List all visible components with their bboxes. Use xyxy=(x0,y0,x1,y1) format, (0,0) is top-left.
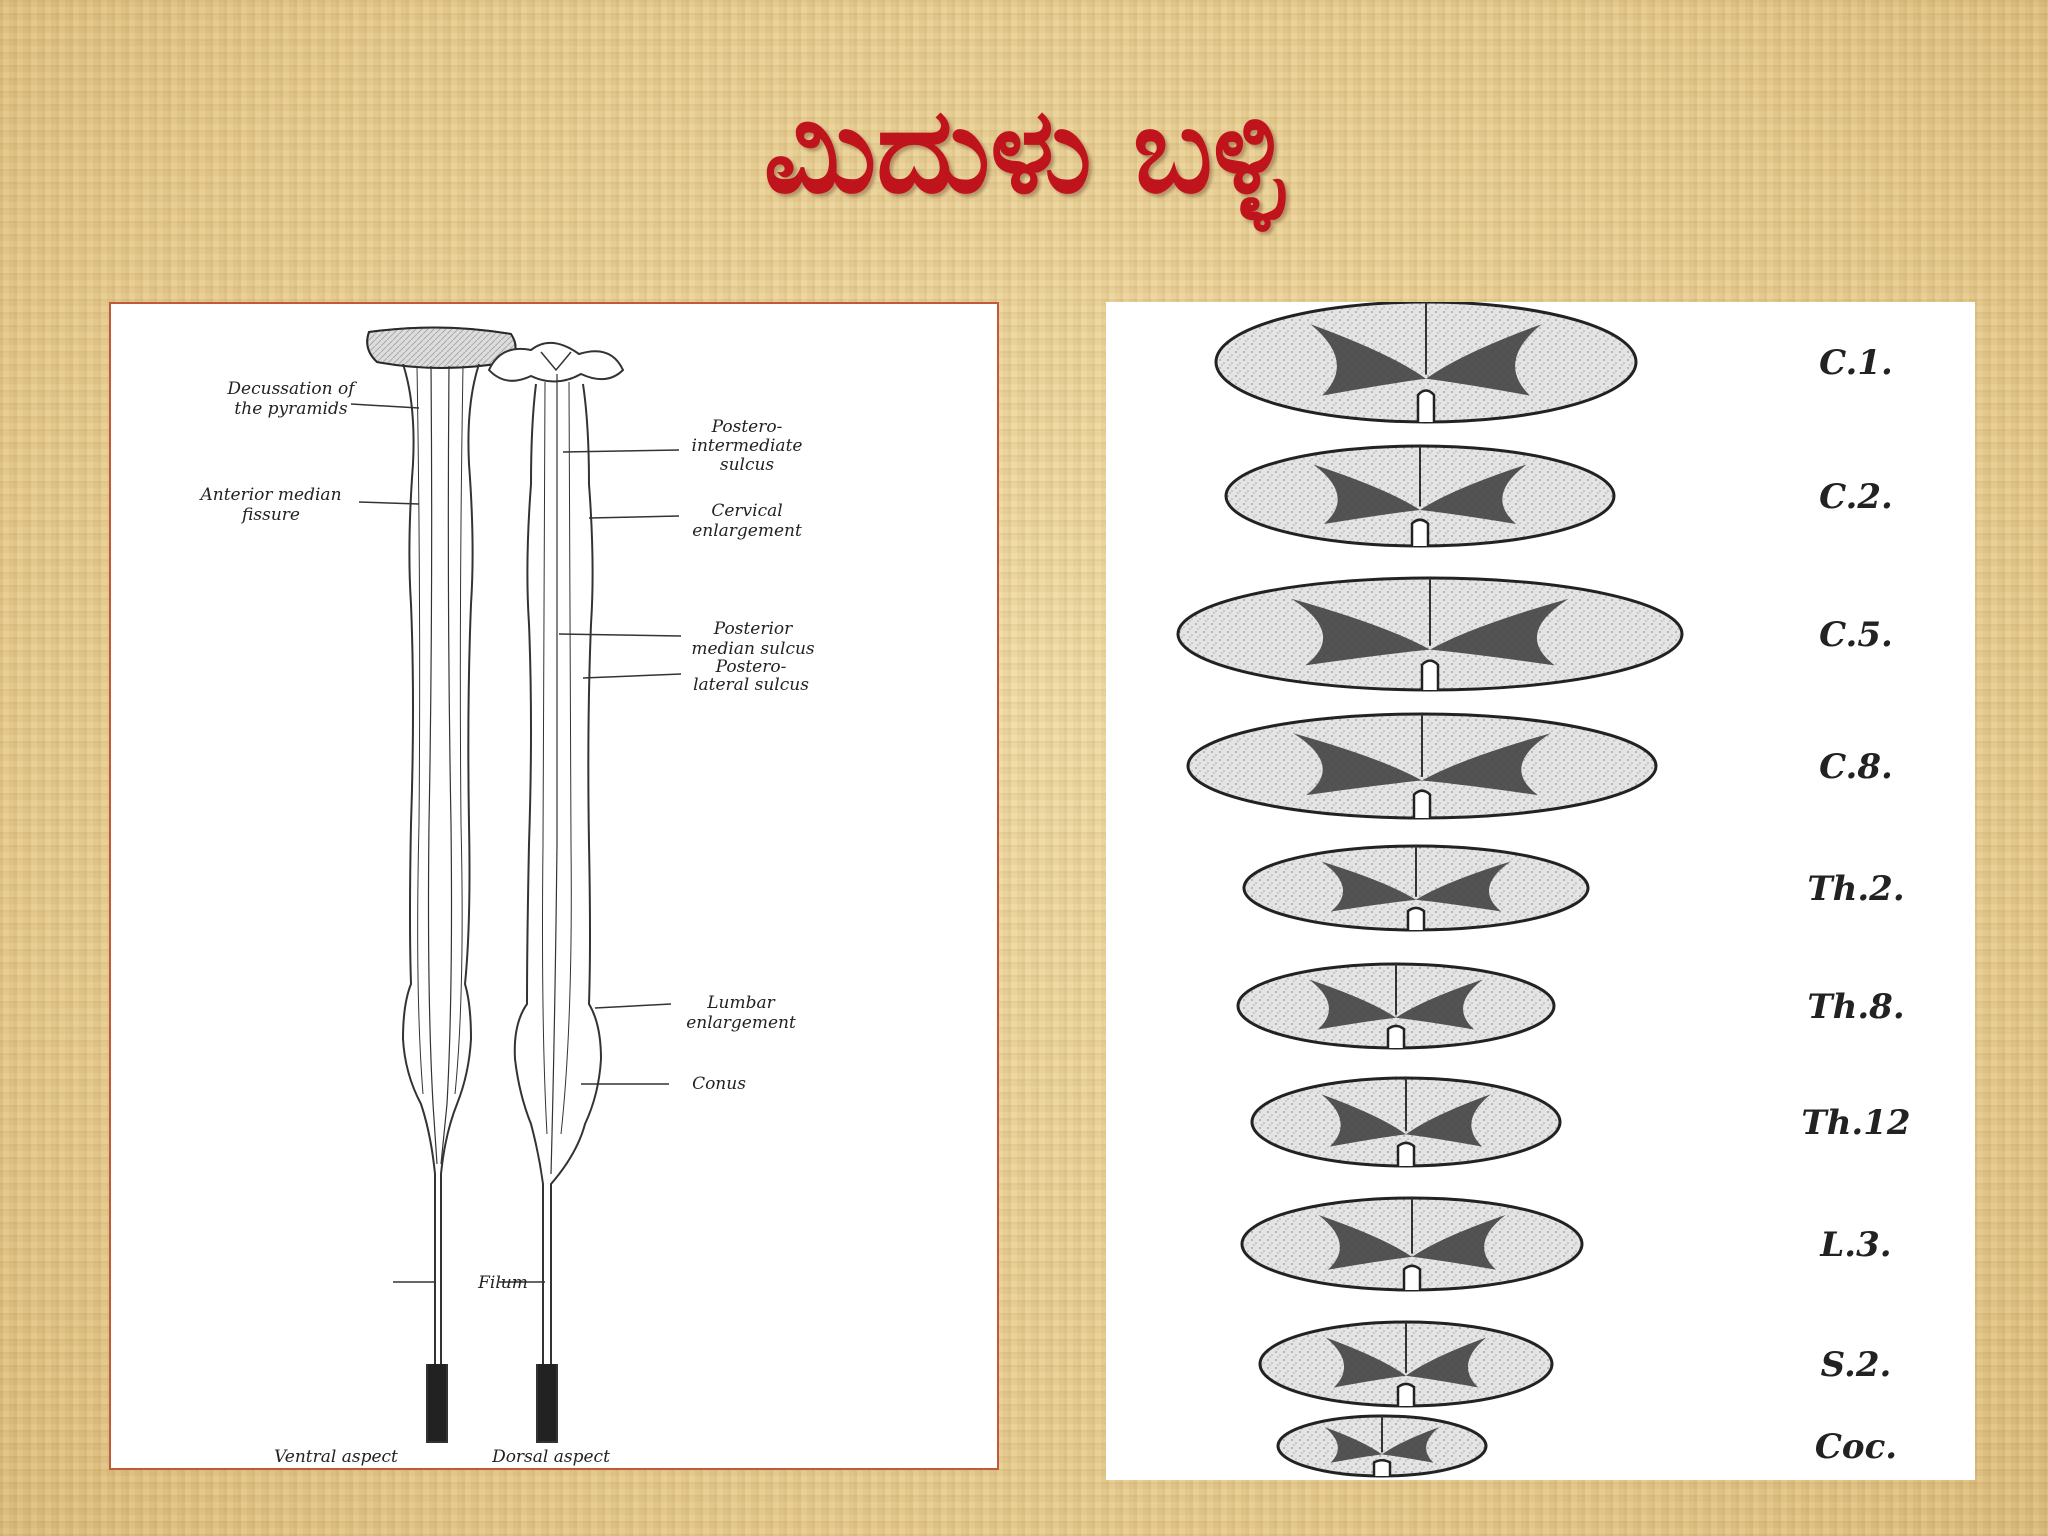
cross-section: Coc. xyxy=(1276,1414,1897,1478)
section-label: C.8. xyxy=(1819,747,1893,787)
label-posterior-median-line2: median sulcus xyxy=(691,639,815,659)
cross-section: C.8. xyxy=(1186,712,1893,820)
cross-section: Th.8. xyxy=(1236,962,1905,1050)
cross-section: C.1. xyxy=(1214,300,1893,424)
median-fissure xyxy=(1410,518,1430,546)
label-decussation-line2: the pyramids xyxy=(234,399,347,419)
grey-matter xyxy=(1293,733,1551,796)
grey-matter xyxy=(1325,1337,1487,1388)
leader-lines xyxy=(350,403,682,1283)
dorsal-cord xyxy=(487,342,625,1443)
label-conus: Conus xyxy=(692,1074,746,1094)
section-label: Coc. xyxy=(1815,1427,1897,1467)
label-decussation-line1: Decussation of xyxy=(226,379,357,399)
grey-matter xyxy=(1321,1094,1491,1147)
grey-matter xyxy=(1321,861,1511,912)
label-cervical-line2: enlargement xyxy=(692,521,802,541)
cross-section: L.3. xyxy=(1240,1196,1892,1292)
median-fissure xyxy=(1396,1141,1416,1166)
median-fissure xyxy=(1406,906,1426,930)
label-posterior-median-line1: Posterior xyxy=(713,619,793,639)
cross-section: Th.2. xyxy=(1242,844,1905,932)
label-postero-lateral-line2: lateral sulcus xyxy=(693,675,809,695)
label-filum: Filum xyxy=(477,1273,528,1293)
median-fissure xyxy=(1396,1382,1416,1406)
median-fissure xyxy=(1372,1459,1392,1476)
label-dorsal-aspect: Dorsal aspect xyxy=(491,1447,610,1467)
cross-section: S.2. xyxy=(1258,1320,1892,1408)
median-fissure xyxy=(1420,659,1440,690)
median-fissure xyxy=(1402,1264,1422,1290)
label-anterior-median-line2: fissure xyxy=(240,505,300,525)
median-fissure xyxy=(1412,789,1432,818)
section-label: C.5. xyxy=(1819,615,1893,655)
label-lumbar-line1: Lumbar xyxy=(706,993,775,1013)
grey-matter xyxy=(1324,1427,1440,1463)
section-label: L.3. xyxy=(1819,1225,1891,1265)
cross-section: Th.12 xyxy=(1250,1076,1911,1168)
label-ventral-aspect: Ventral aspect xyxy=(274,1447,398,1467)
label-lumbar-line2: enlargement xyxy=(686,1013,796,1033)
spinal-cord-aspects-figure: Decussation of the pyramids Anterior med… xyxy=(109,302,999,1470)
median-fissure xyxy=(1416,389,1436,422)
section-label: C.1. xyxy=(1819,343,1893,383)
section-label: Th.12 xyxy=(1801,1103,1910,1143)
section-label: Th.8. xyxy=(1807,987,1904,1027)
grey-matter xyxy=(1313,464,1527,524)
grey-matter xyxy=(1291,598,1569,666)
cross-sections-drawing: C.1. C.2. C.5. C.8. Th.2. Th.8. Th.12L.3. S.2. C… xyxy=(1176,300,1911,1478)
label-cervical-line1: Cervical xyxy=(711,501,782,521)
section-label: Th.2. xyxy=(1807,869,1904,909)
label-postero-intermediate-line3: sulcus xyxy=(720,455,775,475)
label-postero-intermediate-line1: Postero- xyxy=(711,417,783,437)
ventral-cord xyxy=(366,326,517,1443)
label-anterior-median-line1: Anterior median xyxy=(198,485,341,505)
label-postero-lateral-line1: Postero- xyxy=(715,657,787,677)
cross-section: C.2. xyxy=(1224,444,1893,548)
label-postero-intermediate-line2: intermediate xyxy=(692,436,803,456)
grey-matter xyxy=(1318,1215,1506,1270)
grey-matter xyxy=(1310,324,1542,396)
section-label: S.2. xyxy=(1821,1345,1892,1385)
grey-matter xyxy=(1309,979,1483,1030)
section-label: C.2. xyxy=(1819,477,1893,517)
slide-title: ಮಿದುಳು ಬಳ್ಳಿ xyxy=(763,81,1285,219)
cross-section: C.5. xyxy=(1176,576,1893,692)
median-fissure xyxy=(1386,1024,1406,1048)
spinal-cord-drawing: Decussation of the pyramids Anterior med… xyxy=(198,326,815,1467)
